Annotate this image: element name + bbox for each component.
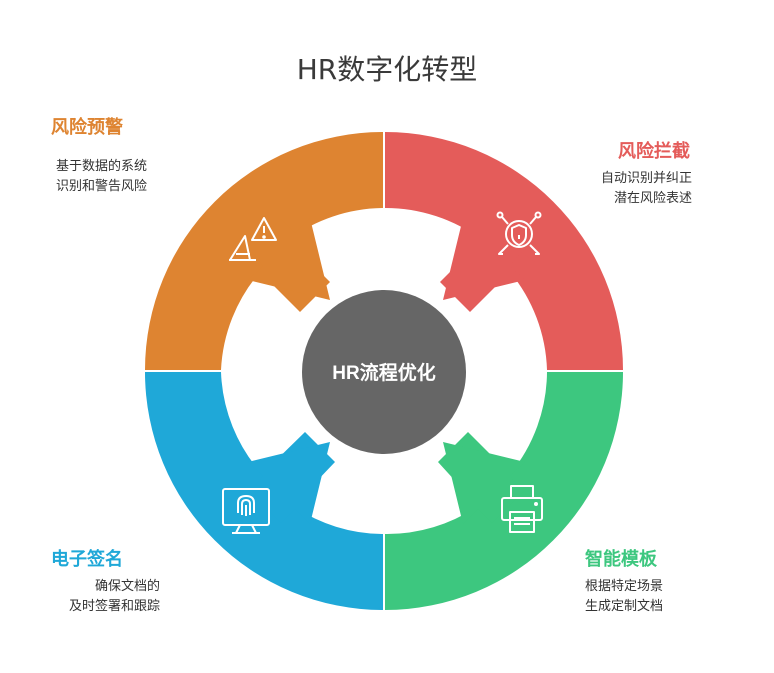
label-desc-top-right: 自动识别并纠正 潜在风险表述 [601,169,692,209]
arrow-bottom-left [238,442,330,524]
desc-line: 及时签署和跟踪 [68,599,160,614]
label-desc-bottom-right: 根据特定场景 生成定制文档 [585,577,663,617]
arrow-top-right [443,218,535,300]
warning-signal-icon [229,217,277,261]
fingerprint-monitor-icon [222,488,270,534]
printer-icon [501,485,543,533]
label-title-top-right: 风险拦截 [618,141,690,162]
desc-line: 根据特定场景 [585,579,664,594]
arrow-top-left [238,218,330,300]
label-title-bottom-left: 电子签名 [51,549,123,570]
label-desc-bottom-left: 确保文档的 及时签署和跟踪 [56,577,160,617]
desc-line: 识别和警告风险 [56,179,148,194]
desc-line: 生成定制文档 [585,599,664,614]
diagram-title: HR数字化转型 [296,53,478,86]
desc-line: 潜在风险表述 [613,191,692,206]
desc-line: 基于数据的系统 [56,159,148,174]
desc-line: 自动识别并纠正 [600,171,692,186]
label-title-top-left: 风险预警 [51,117,123,138]
arrow-bottom-right [443,442,535,524]
desc-line: 确保文档的 [94,579,160,594]
center-label: HR流程优化 [332,361,435,384]
label-title-bottom-right: 智能模板 [585,549,657,570]
label-desc-top-left: 基于数据的系统 识别和警告风险 [56,157,147,197]
shield-network-icon [496,211,542,255]
center-circle [302,290,466,454]
